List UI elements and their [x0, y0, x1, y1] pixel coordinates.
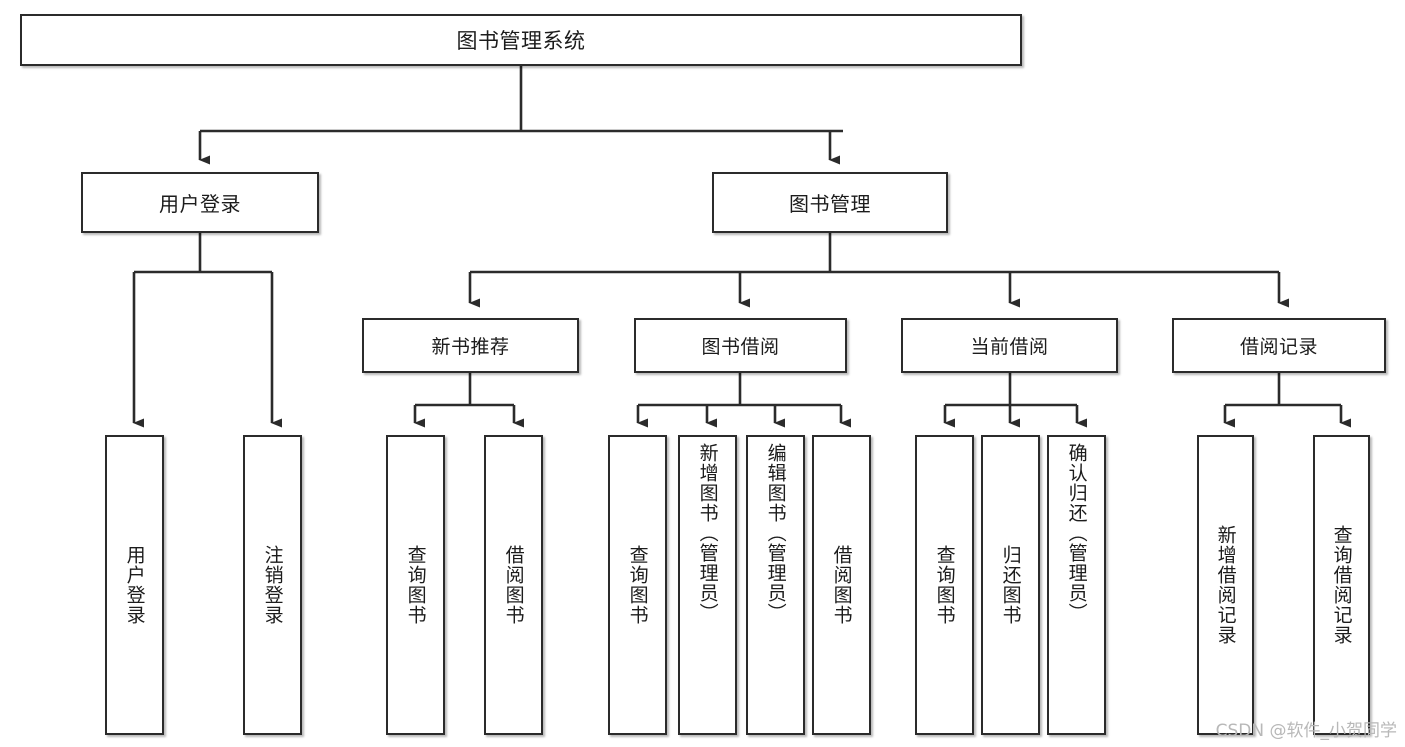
leaf-book-borrow-edit-label: 编辑图书（管理员）: [764, 443, 787, 623]
node-book-borrow-label: 图书借阅: [701, 336, 780, 358]
leaf-borrow-record-add[interactable]: 新增借阅记录: [1197, 435, 1254, 735]
leaf-book-borrow-borrow-label: 借阅图书: [830, 545, 853, 625]
leaf-book-borrow-borrow[interactable]: 借阅图书: [812, 435, 871, 735]
leaf-user-login-logout[interactable]: 注销登录: [243, 435, 302, 735]
leaf-current-borrow-confirm-return[interactable]: 确认归还（管理员）: [1047, 435, 1106, 735]
node-root-label: 图书管理系统: [456, 29, 586, 53]
leaf-user-login-login[interactable]: 用户登录: [105, 435, 164, 735]
node-user-login-label: 用户登录: [159, 192, 241, 216]
csdn-watermark: CSDN @软件_小贺同学: [1215, 721, 1397, 741]
leaf-book-borrow-add[interactable]: 新增图书（管理员）: [678, 435, 737, 735]
leaf-book-borrow-query-label: 查询图书: [626, 545, 649, 625]
node-root[interactable]: 图书管理系统: [20, 14, 1022, 66]
leaf-borrow-record-add-label: 新增借阅记录: [1214, 525, 1237, 645]
leaf-new-book-query[interactable]: 查询图书: [386, 435, 445, 735]
node-new-book-recommend[interactable]: 新书推荐: [362, 318, 579, 373]
leaf-new-book-borrow-label: 借阅图书: [502, 545, 525, 625]
leaf-new-book-borrow[interactable]: 借阅图书: [484, 435, 543, 735]
leaf-book-borrow-query[interactable]: 查询图书: [608, 435, 667, 735]
leaf-borrow-record-query-label: 查询借阅记录: [1330, 525, 1353, 645]
leaf-user-login-logout-label: 注销登录: [261, 545, 284, 625]
leaf-new-book-query-label: 查询图书: [404, 545, 427, 625]
node-book-management-label: 图书管理: [789, 192, 871, 216]
node-book-management[interactable]: 图书管理: [712, 172, 948, 233]
node-borrow-record[interactable]: 借阅记录: [1172, 318, 1386, 373]
leaf-current-borrow-return[interactable]: 归还图书: [981, 435, 1040, 735]
node-current-borrow[interactable]: 当前借阅: [901, 318, 1118, 373]
leaf-current-borrow-return-label: 归还图书: [999, 545, 1022, 625]
leaf-user-login-login-label: 用户登录: [123, 545, 146, 625]
leaf-current-borrow-query[interactable]: 查询图书: [915, 435, 974, 735]
leaf-borrow-record-query[interactable]: 查询借阅记录: [1313, 435, 1370, 735]
leaf-current-borrow-query-label: 查询图书: [933, 545, 956, 625]
leaf-book-borrow-add-label: 新增图书（管理员）: [696, 443, 719, 623]
node-book-borrow[interactable]: 图书借阅: [634, 318, 847, 373]
node-new-book-recommend-label: 新书推荐: [431, 336, 510, 358]
node-borrow-record-label: 借阅记录: [1239, 336, 1318, 358]
leaf-current-borrow-confirm-return-label: 确认归还（管理员）: [1065, 443, 1088, 623]
node-current-borrow-label: 当前借阅: [970, 336, 1049, 358]
leaf-book-borrow-edit[interactable]: 编辑图书（管理员）: [746, 435, 805, 735]
node-user-login[interactable]: 用户登录: [81, 172, 319, 233]
